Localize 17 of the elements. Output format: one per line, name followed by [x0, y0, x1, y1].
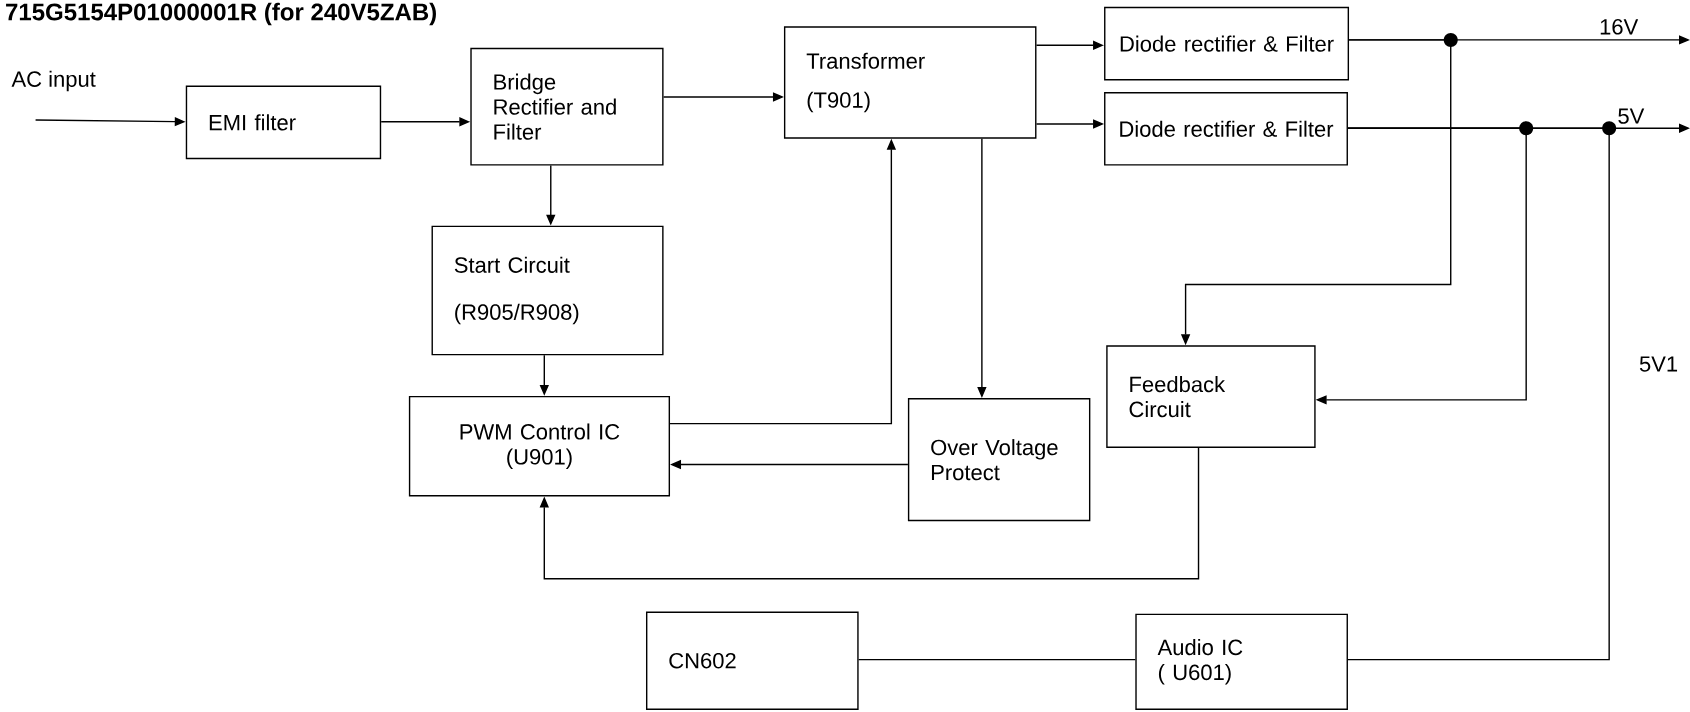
- block-box: Diode rectifier & Filter: [1104, 92, 1348, 166]
- block-box: Bridge Rectifier and Filter: [470, 47, 664, 166]
- block-box: Over Voltage Protect: [907, 398, 1091, 522]
- block-box: CN602: [646, 611, 859, 710]
- block-box: Start Circuit (R905/R908): [431, 225, 664, 356]
- block-box: Transformer (T901): [783, 26, 1037, 139]
- block-box: EMI filter: [185, 85, 382, 160]
- block-box: Diode rectifier & Filter: [1104, 6, 1350, 81]
- voltage-label: 16V: [1600, 19, 1639, 35]
- block-box: Audio IC ( U601): [1135, 613, 1348, 710]
- block-box: PWM Control IC (U901): [408, 395, 671, 497]
- arrow: [539, 447, 1200, 580]
- input-label: AC input: [11, 70, 96, 92]
- voltage-label: 5V: [1618, 108, 1645, 124]
- block-box: Feedback Circuit: [1106, 345, 1316, 448]
- voltage-label: 5V1: [1639, 356, 1678, 372]
- title: 715G5154P01000001R (for 240V5ZAB): [6, 2, 436, 26]
